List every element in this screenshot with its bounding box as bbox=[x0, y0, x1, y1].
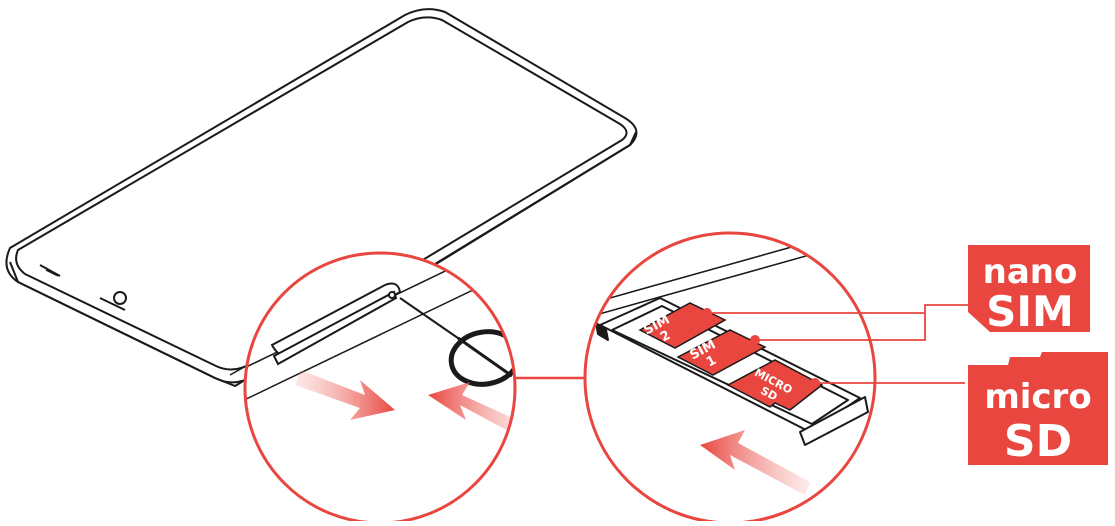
eject-pin-icon bbox=[399, 297, 515, 387]
micro-sd-badge: micro SD bbox=[968, 352, 1108, 467]
zoom-circle-eject bbox=[243, 251, 517, 525]
nano-sim-line2: SIM bbox=[986, 287, 1074, 336]
micro-sd-line1: micro bbox=[984, 377, 1091, 417]
insert-direction-arrow-icon bbox=[700, 430, 810, 495]
microsd-card: MICRO SD bbox=[726, 359, 824, 411]
callout-lines bbox=[707, 304, 970, 384]
nano-sim-badge: nano SIM bbox=[968, 245, 1090, 336]
nano-sim-line1: nano bbox=[983, 252, 1078, 292]
sim-tray-edge bbox=[270, 282, 402, 366]
callout-dots bbox=[702, 308, 820, 388]
push-in-arrow-icon bbox=[428, 382, 515, 440]
zoom-circle-tray: SIM 2 SIM 1 MICRO SD bbox=[583, 231, 877, 525]
phone-outline bbox=[5, 8, 638, 387]
pull-out-arrow-icon bbox=[295, 370, 395, 420]
home-button bbox=[113, 291, 127, 305]
micro-sd-line2: SD bbox=[1004, 416, 1072, 467]
